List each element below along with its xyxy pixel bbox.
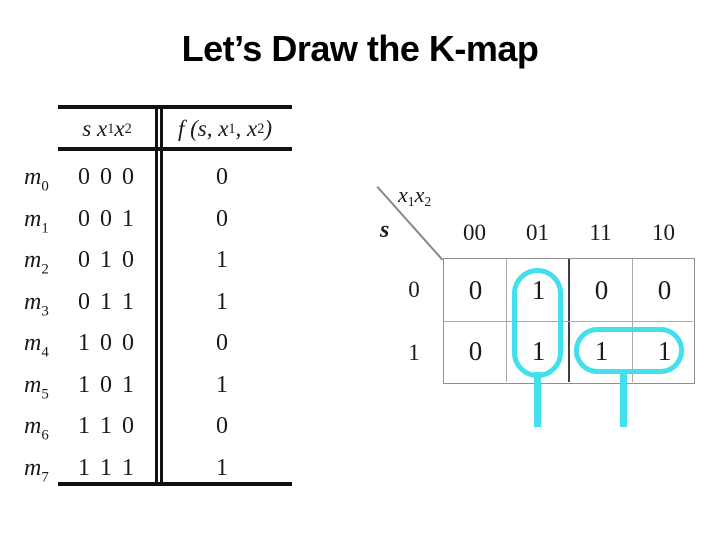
var-x2: x (414, 182, 425, 207)
truth-table-top-rule (58, 105, 292, 109)
output-value: 0 (216, 329, 228, 356)
header-inputs-text: s x (82, 116, 108, 141)
kmap-gridline-horizontal (444, 320, 693, 322)
minterm-index: 3 (41, 303, 49, 320)
input-bits: 1 0 1 (78, 371, 136, 398)
input-bits: 1 0 0 (78, 329, 136, 356)
minterm-index: 1 (41, 220, 49, 237)
header-output-text2: , x (235, 116, 258, 141)
truth-table-header-rule (58, 147, 292, 151)
minterm-letter: m (24, 329, 42, 356)
kmap-group1-pointer-line (534, 372, 541, 427)
kmap-column-variable-label: x1x2 (398, 182, 431, 210)
header-inputs-sub2: 2 (124, 120, 132, 137)
output-value: 1 (216, 246, 228, 273)
slide-title: Let’s Draw the K-map (181, 28, 539, 69)
minterm-letter: m (24, 454, 42, 481)
minterm-letter: m (24, 412, 42, 439)
minterm-index: 2 (41, 261, 49, 278)
input-bits: 1 1 1 (78, 454, 136, 481)
output-value: 0 (216, 163, 228, 190)
kmap-col-header-01: 01 (526, 220, 549, 245)
minterm-index: 6 (41, 427, 49, 444)
header-inputs-sub1: 1 (107, 120, 115, 137)
minterm-letter: m (24, 205, 42, 232)
output-value: 1 (216, 454, 228, 481)
kmap-group-oval-row1-11-10 (574, 327, 684, 374)
var-x-sub2: 2 (424, 193, 432, 209)
input-bits: 0 1 1 (78, 288, 136, 315)
input-bits: 0 0 0 (78, 163, 136, 190)
kmap-cell-s1-00: 0 (468, 335, 483, 366)
truth-table-divider-line-left (155, 105, 158, 486)
kmap-col-header-11: 11 (589, 220, 612, 245)
header-output-sub2: 2 (257, 120, 265, 137)
output-value: 1 (216, 288, 228, 315)
kmap-cell-s0-11: 0 (594, 274, 609, 305)
output-value: 1 (216, 371, 228, 398)
minterm-index: 5 (41, 386, 49, 403)
kmap-col-header-10: 10 (652, 220, 675, 245)
header-output-sub1: 1 (228, 120, 236, 137)
minterm-index: 0 (41, 178, 49, 195)
header-output-text: f (s, x (177, 116, 229, 141)
header-output-paren: ) (264, 116, 273, 141)
truth-table-divider-line-right (160, 105, 163, 486)
kmap-cell-s0-00: 0 (468, 274, 483, 305)
var-x: x (398, 182, 408, 207)
input-bits: 0 1 0 (78, 246, 136, 273)
kmap-cell-s0-10: 0 (657, 274, 672, 305)
input-bits: 1 1 0 (78, 412, 136, 439)
truth-table-bottom-rule (58, 482, 292, 486)
input-bits: 0 0 1 (78, 205, 136, 232)
kmap-group-oval-column01 (512, 268, 563, 378)
minterm-letter: m (24, 288, 42, 315)
minterm-index: 4 (41, 344, 49, 361)
kmap-row-header-1: 1 (408, 339, 420, 365)
header-inputs-text2: x (114, 116, 125, 141)
minterm-letter: m (24, 163, 42, 190)
kmap-cell-s1-11: 1 (594, 335, 609, 366)
minterm-letter: m (24, 246, 42, 273)
output-value: 0 (216, 205, 228, 232)
kmap-col-header-00: 00 (463, 220, 486, 245)
kmap-group2-pointer-line (620, 370, 627, 427)
kmap-row-header-0: 0 (408, 276, 420, 302)
minterm-letter: m (24, 371, 42, 398)
minterm-index: 7 (41, 469, 49, 486)
var-x-sub1: 1 (407, 193, 415, 209)
output-value: 0 (216, 412, 228, 439)
kmap-row-variable-label: s (380, 217, 390, 243)
